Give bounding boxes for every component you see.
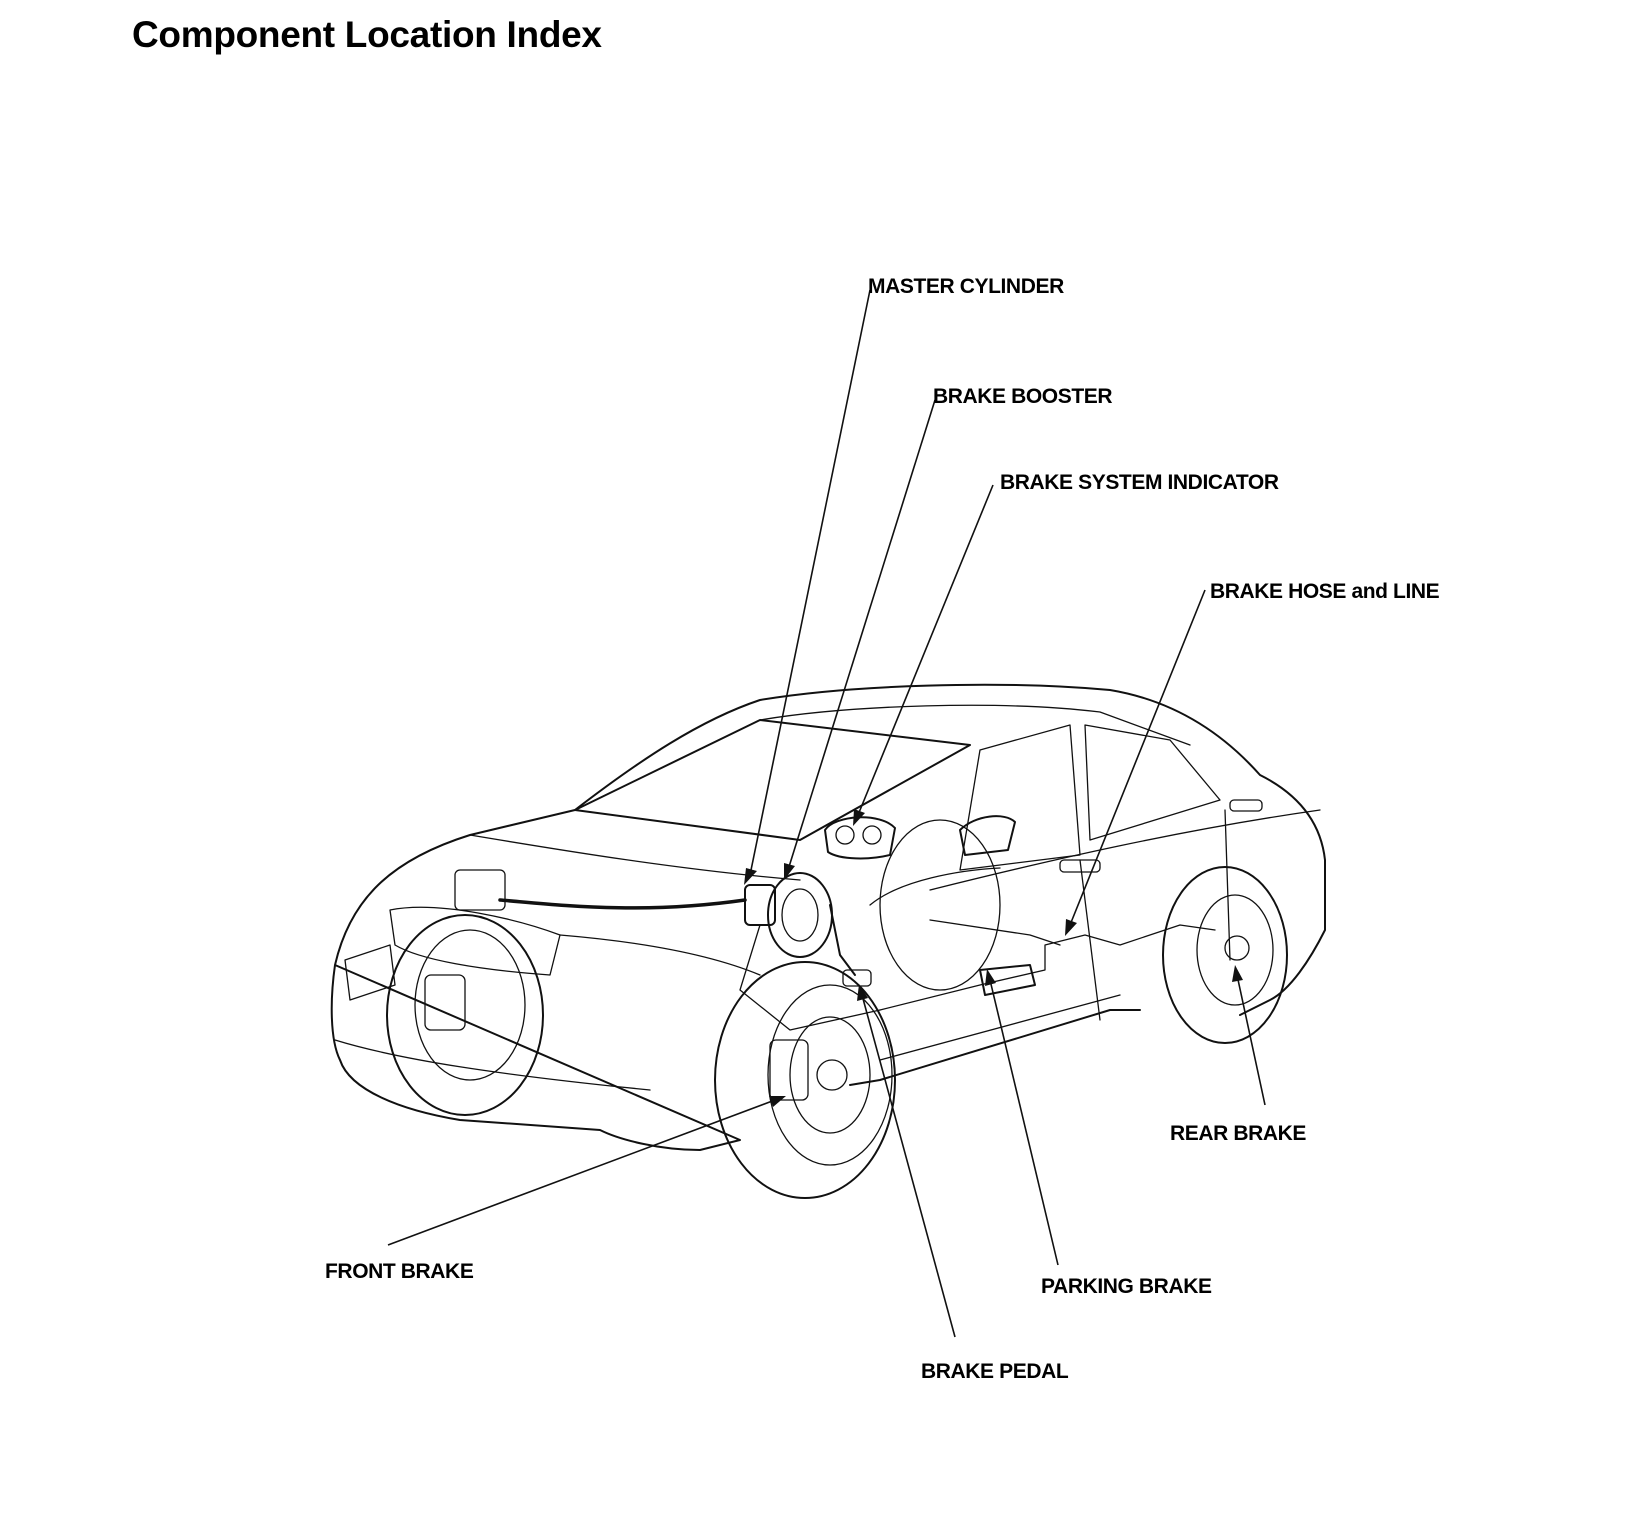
rear-right-wheel: [1162, 866, 1288, 1044]
brake-line-front: [498, 898, 747, 910]
rear-left-wheel: [879, 819, 1001, 991]
door-gap: [1224, 809, 1231, 961]
arrowhead: [985, 969, 996, 986]
rear-right-rotor: [1196, 894, 1274, 1006]
label-parking-brake: PARKING BRAKE: [1041, 1275, 1212, 1298]
front-left-rotor: [414, 929, 526, 1081]
gauge: [862, 825, 882, 845]
door-handle: [1229, 799, 1263, 812]
brake-line-upper: [869, 867, 1001, 906]
label-brake-hose-and-line: BRAKE HOSE and LINE: [1210, 580, 1440, 603]
parking-brake-lever: [979, 964, 1036, 996]
front-left-caliper: [424, 974, 466, 1031]
label-brake-pedal: BRAKE PEDAL: [921, 1360, 1069, 1383]
windshield: [574, 719, 971, 841]
sedan-brake-system-illustration: [330, 683, 1326, 1199]
label-brake-system-indicator: BRAKE SYSTEM INDICATOR: [1000, 471, 1279, 494]
brake-pedal-arm: [829, 904, 856, 976]
brake-line-rear-2: [929, 919, 1061, 946]
leader-brake-hose-and-line: [1069, 589, 1206, 926]
page-title: Component Location Index: [132, 14, 602, 55]
leader-lines: [387, 289, 1266, 1338]
leader-front-brake: [387, 1099, 776, 1246]
rear-door-window: [1084, 724, 1221, 841]
label-brake-booster: BRAKE BOOSTER: [933, 385, 1113, 408]
rocker-panel: [879, 994, 1121, 1061]
door-handle: [1059, 859, 1101, 873]
leader-rear-brake: [1236, 974, 1266, 1106]
leader-parking-brake: [989, 979, 1059, 1266]
brake-line-front-right: [739, 924, 881, 1031]
gauge: [835, 825, 855, 845]
rear-right-hub: [1224, 935, 1250, 961]
side-mirror: [959, 815, 1016, 856]
front-right-wheel: [714, 961, 896, 1199]
abs-modulator: [454, 869, 506, 911]
arrowhead: [1232, 965, 1243, 982]
arrowhead: [784, 863, 795, 880]
label-rear-brake: REAR BRAKE: [1170, 1122, 1307, 1145]
leader-brake-system-indicator: [857, 484, 994, 816]
brake-booster-unit: [767, 872, 833, 958]
front-right-tire-edge: [767, 984, 893, 1166]
grille: [344, 944, 396, 1001]
front-fender: [559, 934, 761, 976]
front-right-caliper: [769, 1039, 809, 1101]
door-gap: [1079, 859, 1101, 1021]
label-master-cylinder: MASTER CYLINDER: [868, 275, 1064, 298]
gauge-cluster: [824, 816, 896, 860]
arrowhead: [853, 809, 865, 826]
arrowhead: [857, 984, 868, 1001]
leader-brake-booster: [787, 399, 936, 871]
label-front-brake: FRONT BRAKE: [325, 1260, 474, 1283]
leader-brake-pedal: [861, 994, 956, 1338]
leader-master-cylinder: [749, 289, 871, 876]
headlight: [389, 906, 561, 976]
master-cylinder-unit: [744, 884, 776, 926]
side-beltline: [929, 809, 1321, 891]
front-right-rotor: [789, 1016, 871, 1134]
arrowhead: [769, 1096, 786, 1107]
roof-line: [759, 704, 1191, 746]
arrowhead: [744, 868, 757, 885]
brake-booster-unit-inner: [781, 888, 819, 942]
front-door-window: [959, 724, 1081, 871]
front-right-hub: [816, 1059, 848, 1091]
front-bumper: [334, 1039, 651, 1091]
front-left-wheel: [386, 914, 544, 1116]
arrowhead: [1065, 919, 1077, 936]
brake-pedal-pad: [842, 969, 872, 987]
